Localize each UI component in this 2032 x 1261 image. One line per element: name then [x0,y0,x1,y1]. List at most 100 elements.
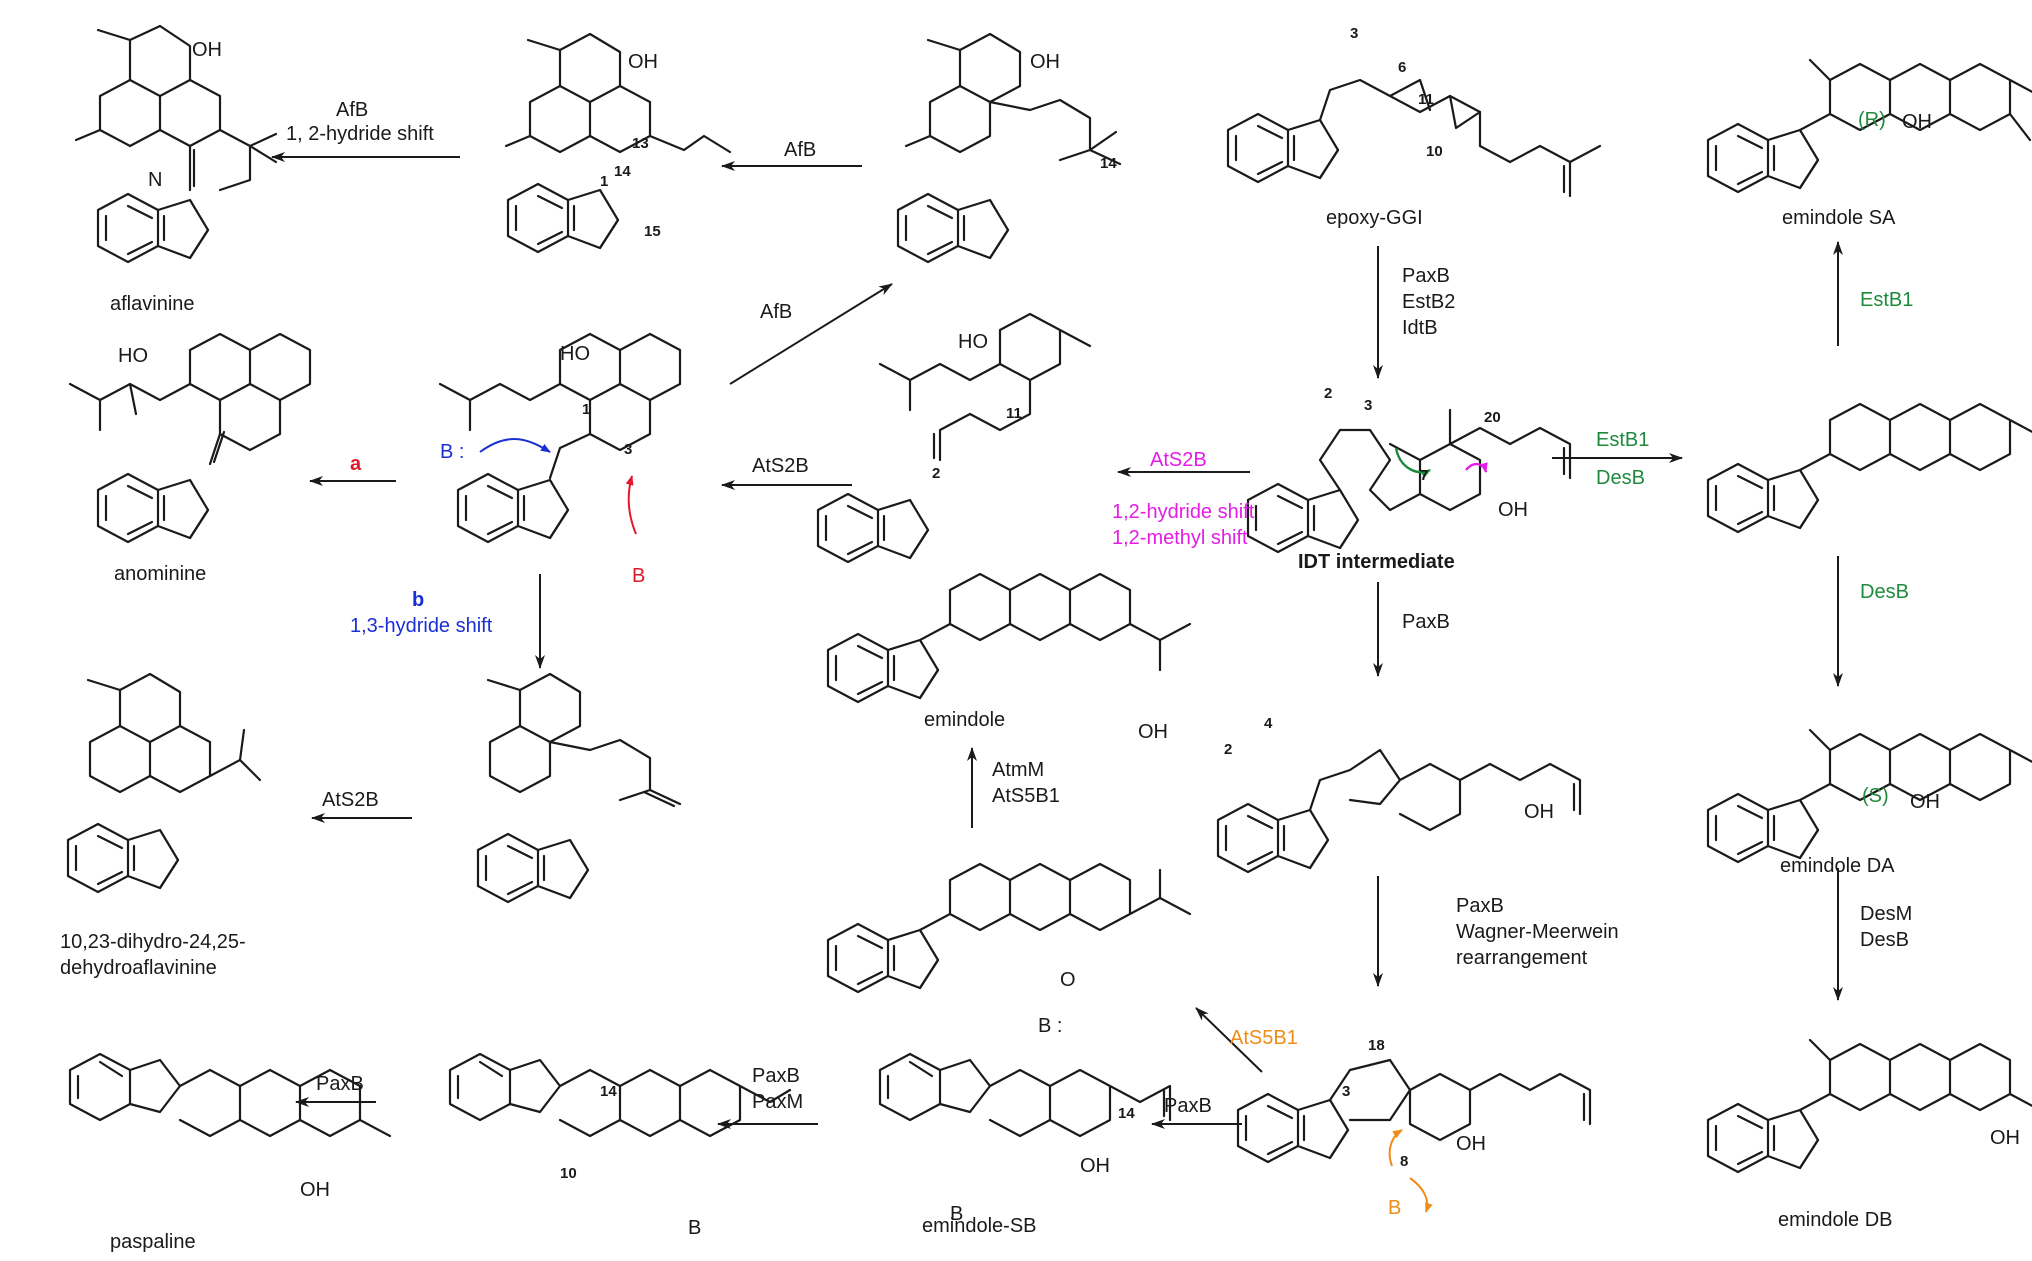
label-ats5b1: AtS5B1 [992,785,1060,807]
locant-10-epoxy: 10 [1426,143,1443,160]
label-1-2-methyl-shift: 1,2-methyl shift [1112,527,1248,549]
structure-epoxy-ggi [1226,78,1602,198]
label-atmm: AtmM [992,759,1045,781]
structure-wm-cation [1236,1058,1592,1164]
locant-3: 3 [624,441,633,458]
label-paxb-final: PaxB [316,1073,364,1095]
name-aflavinine: aflavinine [110,293,195,315]
atom-b-colon: B : [440,441,465,463]
atom-oh-idt: OH [1498,499,1528,521]
atom-oh-afb: OH [628,51,658,73]
structure-anominine [68,332,312,544]
locant-13: 13 [632,135,649,152]
label-desb-right: DesB [1596,467,1645,489]
structure-paspaline [68,1052,392,1138]
magenta-curved-arrow [1465,462,1488,473]
atom-o-atmm: O [1060,969,1076,991]
atom-oh-cation-top: OH [1030,51,1060,73]
name-emindole: emindole [924,709,1006,731]
structure-idt [1246,408,1572,554]
locant-20: 20 [1484,409,1501,426]
name-epoxy-ggi: epoxy-GGI [1326,207,1423,229]
structure-cation-top [896,32,1122,264]
atom-oh-wm-cation: OH [1456,1133,1486,1155]
label-paxb-2: PaxB [752,1065,800,1087]
atom-oh-emindole-sa: OH [1902,111,1932,133]
locant-10-paxm: 10 [560,1165,577,1182]
label-ats2b-middle: AtS2B [752,455,809,477]
locant-18: 18 [1368,1037,1385,1054]
atom-b-atmm: B : [1038,1015,1063,1037]
atom-oh-emindole-sb: OH [1080,1155,1110,1177]
atom-b-orange: B [1388,1197,1402,1219]
locant-4: 4 [1264,715,1273,732]
locant-1-afb: 1 [600,173,609,190]
locant-7: 7 [1420,467,1429,484]
label-ats2b-magenta: AtS2B [1150,449,1207,471]
locant-14-paxm: 14 [600,1083,617,1100]
structure-dihydroaflavinine [66,672,262,894]
label-ats2b-left: AtS2B [322,789,379,811]
structure-emindole-da [1706,728,2032,864]
arrow-afb-diagonal [729,283,893,385]
locant-15: 15 [644,223,661,240]
structure-emindole-sb-molecule [878,1052,1172,1138]
locant-1: 1 [582,401,591,418]
stereo-r: (R) [1858,109,1886,131]
atom-oh-emindole-da: OH [1910,791,1940,813]
atom-oh-paxb-cation: OH [1524,801,1554,823]
locant-11: 11 [1006,405,1022,422]
atom-ho-anominine: HO [118,345,148,367]
locant-3-idt: 3 [1364,397,1373,414]
reaction-arrows [271,152,1843,1129]
locant-3-epoxy: 3 [1350,25,1359,42]
label-paxm: PaxM [752,1091,804,1113]
label-1-2-hydride-shift-magenta: 1,2-hydride shift [1112,501,1255,523]
name-dihydroaflavinine-1: 10,23-dihydro-24,25- [60,931,246,953]
atom-oh-emindole-db: OH [1990,1127,2020,1149]
label-pathway-a: a [350,453,362,475]
label-paxb-wm: PaxB [1456,895,1504,917]
atom-oh-emindole: OH [1138,721,1168,743]
label-paxb-1: PaxB [1402,265,1450,287]
locant-2-idt: 2 [1324,385,1333,402]
label-pathway-b: b [412,589,425,611]
label-afb-top: AfB [784,139,817,161]
arrow-ats5b1 [1195,1007,1263,1073]
label-paxb-idt: PaxB [1402,611,1450,633]
name-dihydroaflavinine-2: dehydroaflavinine [60,957,217,979]
locant-8: 8 [1400,1153,1409,1170]
label-idtb: IdtB [1402,317,1438,339]
locant-2-precursor: 2 [932,465,941,482]
label-1-2-hydride-shift: 1, 2-hydride shift [286,123,434,145]
orange-curved-arrow-2 [1409,1177,1433,1213]
atom-oh-paspaline: OH [300,1179,330,1201]
label-paxb-bottom: PaxB [1164,1095,1212,1117]
label-desb-final: DesB [1860,929,1909,951]
structure-atmm-precursor [826,862,1192,994]
label-afb-hydride: AfB [336,99,369,121]
locant-6: 6 [1398,59,1407,76]
structure-paxb-cation [1216,748,1582,874]
locant-14-afb: 14 [614,163,631,180]
structure-aflavinine [74,24,278,264]
structure-estb1-cation [1706,402,2032,534]
label-1-3-hydride-shift: 1,3-hydride shift [350,615,493,637]
label-rearrangement: rearrangement [1456,947,1588,969]
locant-14-sb: 14 [1118,1105,1135,1122]
label-afb-diagonal: AfB [760,301,793,323]
name-emindole-db: emindole DB [1778,1209,1893,1231]
name-emindole-sa: emindole SA [1782,207,1896,229]
label-estb2: EstB2 [1402,291,1456,313]
structure-paxm-precursor [448,1052,792,1138]
atom-b-paxm: B [688,1217,702,1239]
atom-b-emindole-sb: B [950,1203,964,1225]
structure-ats2b-precursor [816,312,1092,564]
stereo-s: (S) [1862,785,1889,807]
locant-14-top: 14 [1100,155,1117,172]
structure-afb-intermediate [504,32,732,254]
name-emindole-sb: emindole-SB [922,1215,1037,1237]
atom-ho-central: HO [560,343,590,365]
